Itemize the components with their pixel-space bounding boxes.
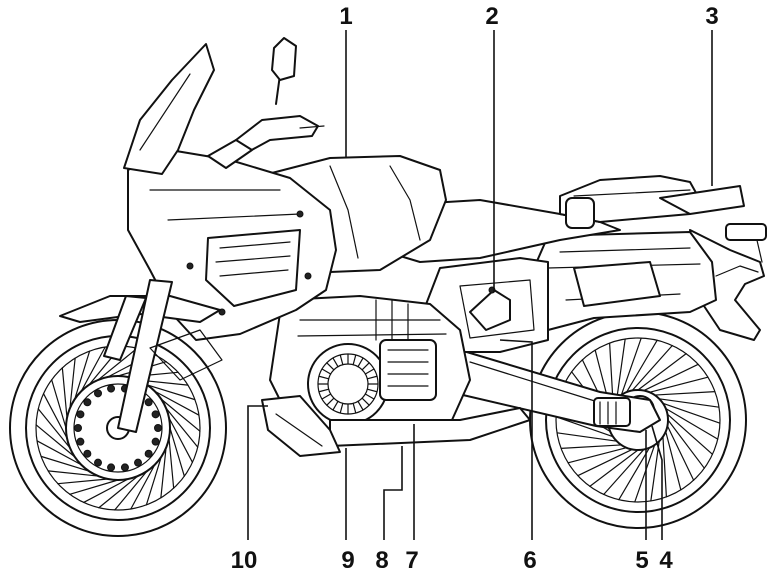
brake-disc-hole <box>152 411 159 418</box>
callout-9: 9 <box>341 547 354 574</box>
brake-disc-hole <box>84 399 91 406</box>
brake-disc-hole <box>77 438 84 445</box>
brake-disc-hole <box>75 425 82 432</box>
brake-disc-hole <box>108 464 115 471</box>
brake-disc-hole <box>95 390 102 397</box>
callout-1: 1 <box>339 3 352 30</box>
callout-5: 5 <box>635 547 648 574</box>
brake-disc-hole <box>121 464 128 471</box>
brake-disc-hole <box>135 459 142 466</box>
callout-7: 7 <box>405 547 418 574</box>
brake-disc-hole <box>145 399 152 406</box>
brake-disc-hole <box>108 385 115 392</box>
brake-disc-hole <box>152 438 159 445</box>
callout-4: 4 <box>659 547 673 574</box>
brake-disc-hole <box>155 425 162 432</box>
leader-10 <box>248 406 268 540</box>
handlebar <box>208 38 324 168</box>
callout-2: 2 <box>485 3 498 30</box>
brake-disc-hole <box>84 450 91 457</box>
pannier-side <box>520 232 716 330</box>
callout-3: 3 <box>705 3 718 30</box>
callout-6: 6 <box>523 547 536 574</box>
leader-8 <box>384 446 402 540</box>
brake-disc-hole <box>95 459 102 466</box>
callout-8: 8 <box>375 547 388 574</box>
callout-10: 10 <box>231 547 258 574</box>
brake-disc-hole <box>77 411 84 418</box>
brake-disc-hole <box>145 450 152 457</box>
